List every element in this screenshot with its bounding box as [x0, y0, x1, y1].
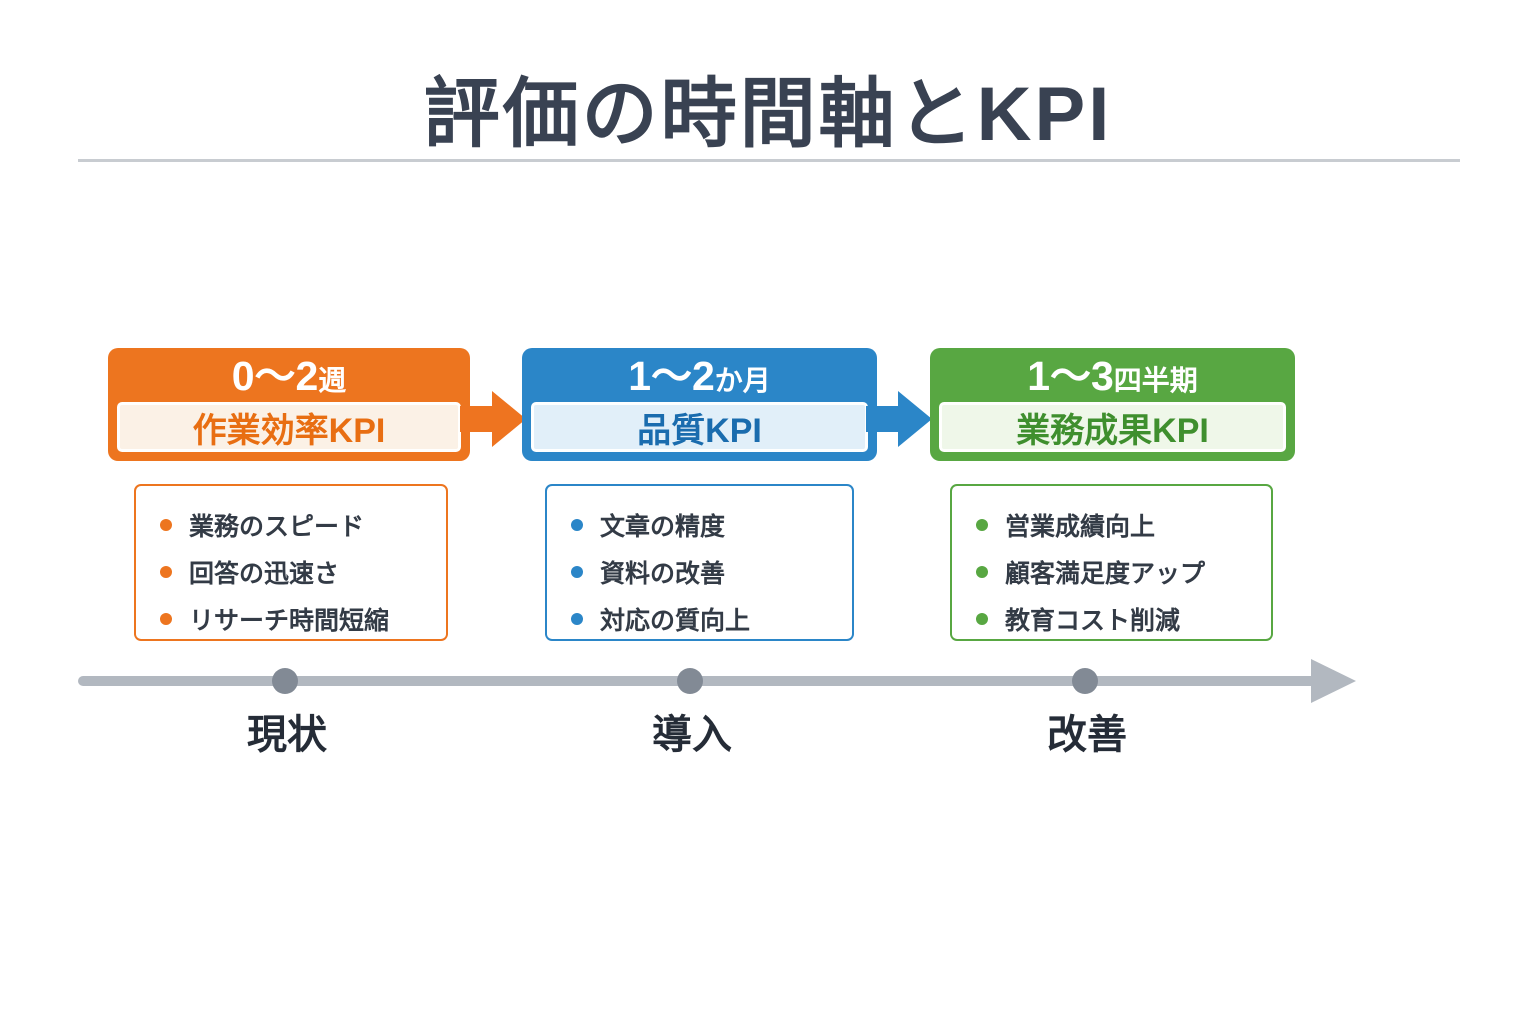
list-item: 対応の質向上	[571, 595, 852, 642]
list-item-label: 資料の改善	[600, 559, 726, 588]
timeline-dot-improvement	[1072, 668, 1098, 694]
bullet-dot-icon	[571, 565, 583, 578]
bullet-dot-icon	[160, 612, 172, 625]
timeline-label-improvement: 改善	[1047, 713, 1127, 757]
stage-header-outcome: 1〜3四半期 業務成果KPI	[930, 348, 1295, 461]
stage-header-quality: 1〜2か月 品質KPI	[522, 348, 877, 461]
stage-period: 1〜3四半期	[930, 350, 1295, 402]
period-unit: 四半期	[1113, 365, 1198, 396]
kpi-label: 品質KPI	[531, 402, 868, 452]
kpi-item-list: 業務のスピード 回答の迅速さ リサーチ時間短縮	[134, 484, 448, 641]
list-item: 文章の精度	[571, 501, 852, 548]
bullet-dot-icon	[160, 518, 172, 531]
kpi-item-list: 文章の精度 資料の改善 対応の質向上	[545, 484, 854, 641]
slide-title: 評価の時間軸とKPI	[423, 72, 1113, 157]
list-item: 教育コスト削減	[976, 595, 1271, 642]
list-item-label: 顧客満足度アップ	[1005, 559, 1206, 588]
timeline-dot-introduction	[677, 668, 703, 694]
bullet-dot-icon	[976, 565, 988, 578]
period-number: 1〜2	[628, 353, 715, 399]
list-item-label: 回答の迅速さ	[189, 559, 340, 588]
list-item-label: リサーチ時間短縮	[189, 606, 390, 635]
list-item: 資料の改善	[571, 548, 852, 595]
list-item: 営業成績向上	[976, 501, 1271, 548]
period-number: 0〜2	[231, 353, 319, 399]
bullet-dot-icon	[976, 612, 988, 625]
right-arrow-icon	[460, 391, 526, 447]
timeline-label-current: 現状	[247, 713, 327, 757]
title-divider	[78, 159, 1460, 162]
timeline-label-introduction: 導入	[652, 713, 732, 757]
list-item: 業務のスピード	[160, 501, 446, 548]
kpi-label: 業務成果KPI	[939, 402, 1286, 452]
bullet-dot-icon	[571, 612, 583, 625]
stage-period: 1〜2か月	[522, 350, 877, 402]
period-unit: 週	[318, 365, 347, 396]
bullet-dot-icon	[976, 518, 988, 531]
kpi-item-list: 営業成績向上 顧客満足度アップ 教育コスト削減	[950, 484, 1273, 641]
timeline-dot-current	[272, 668, 298, 694]
period-unit: か月	[714, 365, 771, 396]
list-item: 顧客満足度アップ	[976, 548, 1271, 595]
period-number: 1〜3	[1027, 353, 1114, 399]
stage-header-efficiency: 0〜2週 作業効率KPI	[108, 348, 470, 461]
list-item-label: 対応の質向上	[600, 606, 751, 635]
right-arrow-icon	[866, 391, 932, 447]
bullet-dot-icon	[571, 518, 583, 531]
kpi-label: 作業効率KPI	[117, 402, 461, 452]
list-item-label: 文章の精度	[600, 512, 726, 541]
timeline-arrowhead-icon	[1311, 659, 1356, 703]
bullet-dot-icon	[160, 565, 172, 578]
list-item-label: 業務のスピード	[189, 512, 365, 541]
list-item: 回答の迅速さ	[160, 548, 446, 595]
list-item: リサーチ時間短縮	[160, 595, 446, 642]
list-item-label: 営業成績向上	[1005, 512, 1156, 541]
list-item-label: 教育コスト削減	[1005, 606, 1181, 635]
stage-period: 0〜2週	[108, 350, 470, 402]
